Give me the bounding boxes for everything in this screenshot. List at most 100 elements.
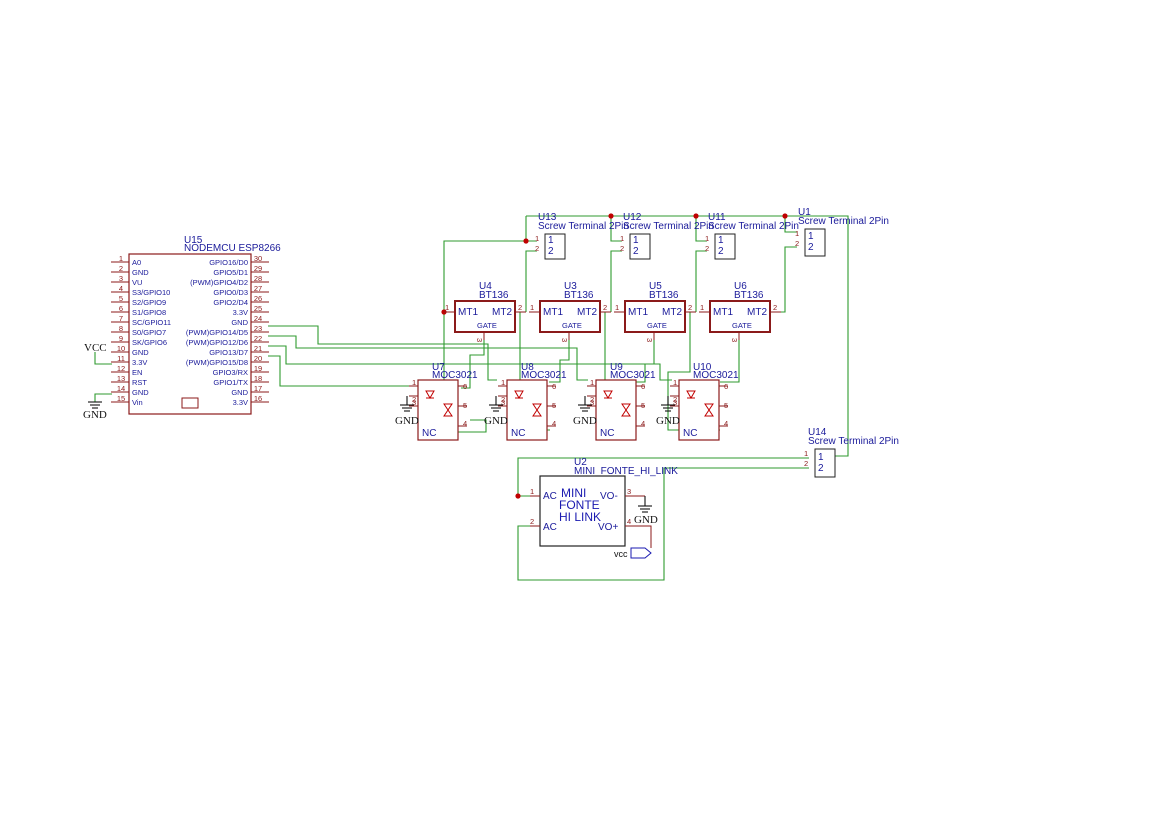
opto-nc: NC bbox=[600, 428, 614, 439]
opto-pinnum: 2 bbox=[501, 395, 505, 404]
wire-u4-mt1 bbox=[443, 240, 526, 433]
opto-pinnum: 5 bbox=[641, 401, 645, 410]
mcu-pin-number: 29 bbox=[254, 264, 262, 273]
psu-vo-minus: VO- bbox=[600, 491, 618, 502]
mcu-pin-label: (PWM)GPIO15/D8 bbox=[186, 358, 248, 367]
wires bbox=[94, 215, 849, 581]
terminal-ref: U12 bbox=[623, 212, 642, 223]
mcu-pin-label: (PWM)GPIO14/D5 bbox=[186, 328, 248, 337]
opto-pinnum: 6 bbox=[641, 382, 645, 391]
terminal-pin1: 1 bbox=[548, 235, 554, 246]
triac-mt2: MT2 bbox=[577, 307, 597, 318]
terminal-ref: U11 bbox=[708, 212, 726, 223]
diac-icon bbox=[704, 403, 714, 417]
psu-pinnum: 4 bbox=[627, 517, 631, 526]
mcu-pin-label: 3.3V bbox=[233, 398, 248, 407]
mcu-pin-number: 23 bbox=[254, 324, 262, 333]
mcu-pin-number: 7 bbox=[119, 314, 123, 323]
psu-ac2: AC bbox=[543, 522, 557, 533]
wire-d8 bbox=[268, 355, 409, 387]
mcu-pin-number: 9 bbox=[119, 334, 123, 343]
wire-ac2 bbox=[517, 467, 809, 581]
terminal-u14[interactable]: U14 Screw Terminal 2Pin 1 2 1 2 bbox=[804, 427, 899, 478]
triac-pinnum: 2 bbox=[688, 303, 692, 312]
opto-value: MOC3021 bbox=[693, 370, 739, 381]
psu-pinnum: 2 bbox=[530, 517, 534, 526]
terminal-value: Screw Terminal 2Pin bbox=[708, 221, 799, 232]
diac-icon bbox=[621, 403, 631, 417]
opto-pinnum: 2 bbox=[412, 395, 416, 404]
opto-nc: NC bbox=[683, 428, 697, 439]
triac-ref: U3 bbox=[564, 281, 577, 292]
opto-pinnum: 3 bbox=[412, 398, 416, 407]
triac-body bbox=[624, 300, 686, 333]
opto-nc: NC bbox=[422, 428, 436, 439]
mcu-pin-label: RST bbox=[132, 378, 147, 387]
vcc-wire bbox=[645, 525, 652, 548]
wire-u12-2 bbox=[610, 250, 622, 312]
opto-body bbox=[506, 379, 548, 441]
psu-ac1: AC bbox=[543, 491, 557, 502]
triac-value: BT136 bbox=[649, 290, 679, 301]
terminal-ref: U1 bbox=[798, 207, 811, 218]
triac-pinnum: 2 bbox=[518, 303, 522, 312]
wire-u12-1 bbox=[610, 216, 622, 242]
triac-value: BT136 bbox=[734, 290, 764, 301]
terminal-u12[interactable]: U12 Screw Terminal 2Pin 1 2 1 2 bbox=[620, 212, 714, 260]
psu-body-line2: FONTE bbox=[559, 498, 600, 512]
gnd-label: GND bbox=[656, 415, 680, 427]
mcu-pin-label: SC/GPIO11 bbox=[132, 318, 171, 327]
gnd-label: GND bbox=[395, 415, 419, 427]
mcu-pin-label: GND bbox=[132, 348, 149, 357]
mcu-pin-label: GPIO5/D1 bbox=[213, 268, 248, 277]
opto-body bbox=[678, 379, 720, 441]
triac-gate: GATE bbox=[562, 321, 582, 330]
wire-u4-gate bbox=[461, 340, 485, 389]
terminal-value: Screw Terminal 2Pin bbox=[623, 221, 714, 232]
triac-pinnum: 1 bbox=[530, 303, 534, 312]
mcu-pin-number: 11 bbox=[117, 354, 125, 363]
opto-pinnum: 5 bbox=[463, 401, 467, 410]
mcu-right-pins: 30GPIO16/D029GPIO5/D128(PWM)GPIO4/D227GP… bbox=[186, 254, 269, 407]
triac-mt1: MT1 bbox=[713, 307, 733, 318]
terminal-u1[interactable]: U1 Screw Terminal 2Pin 1 2 1 2 bbox=[795, 207, 889, 257]
mcu-pin-label: GPIO3/RX bbox=[213, 368, 248, 377]
opto-pinnum: 4 bbox=[724, 419, 728, 428]
terminal-pinnum1: 1 bbox=[804, 449, 808, 458]
terminal-pinnum2: 2 bbox=[795, 239, 799, 248]
mcu-pin-number: 14 bbox=[117, 384, 125, 393]
terminal-body bbox=[629, 233, 651, 260]
mcu-pin-label: S0/GPIO7 bbox=[132, 328, 166, 337]
opto-pinnum: 4 bbox=[641, 419, 645, 428]
psu-body-line1: MINI bbox=[561, 486, 586, 500]
wire-d7 bbox=[268, 345, 672, 381]
psu-body-line3: HI LINK bbox=[559, 510, 601, 524]
wire-u1-drop bbox=[784, 216, 797, 233]
triac-mt2: MT2 bbox=[662, 307, 682, 318]
mcu-pin-number: 15 bbox=[117, 394, 125, 403]
opto-pinnum: 1 bbox=[590, 378, 594, 387]
triac-gate: GATE bbox=[477, 321, 497, 330]
psu-hilink[interactable]: U2 MINI_FONTE_HI_LINK MINI FONTE HI LINK… bbox=[530, 457, 678, 559]
terminal-u11[interactable]: U11 Screw Terminal 2Pin 1 2 1 2 bbox=[705, 212, 799, 260]
triac-ref: U5 bbox=[649, 281, 662, 292]
terminal-u13[interactable]: U13 Screw Terminal 2Pin 1 2 1 2 bbox=[535, 212, 629, 260]
opto-value: MOC3021 bbox=[610, 370, 656, 381]
mcu-pin-label: GND bbox=[132, 268, 149, 277]
opto-pinnum: 4 bbox=[463, 419, 467, 428]
mcu-pin-number: 20 bbox=[254, 354, 262, 363]
mcu-pin-number: 21 bbox=[254, 344, 262, 353]
terminal-value: Screw Terminal 2Pin bbox=[798, 216, 889, 227]
opto-pinnum: 1 bbox=[412, 378, 416, 387]
triac-body bbox=[539, 300, 601, 333]
